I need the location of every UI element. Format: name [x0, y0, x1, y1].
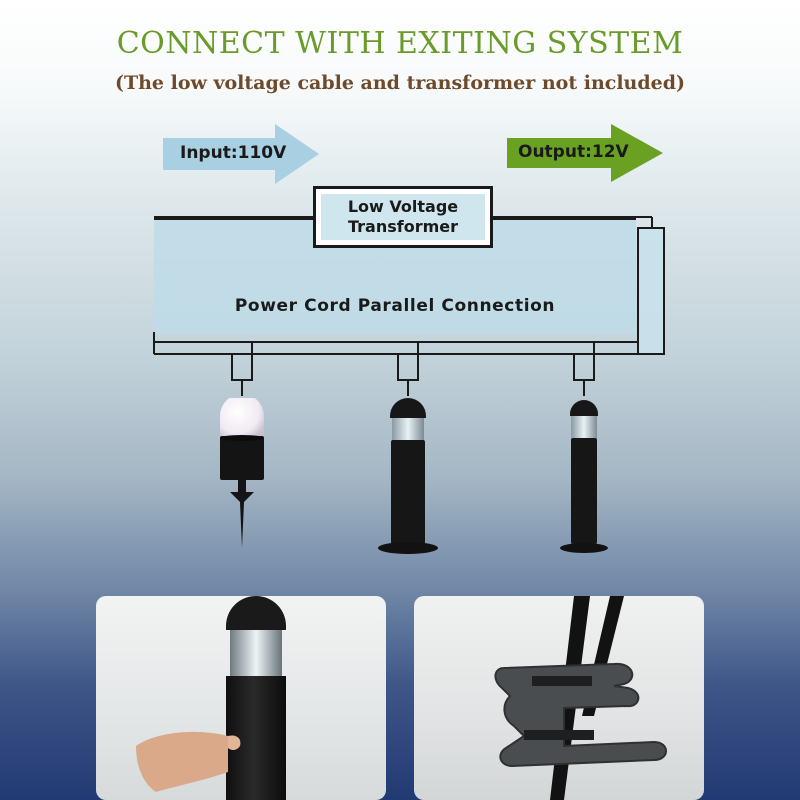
transformer-box: Low Voltage Transformer — [313, 186, 493, 248]
transformer-label-line1: Low Voltage — [347, 197, 459, 216]
connector-closeup-photo — [414, 596, 704, 800]
spike-light-icon — [220, 398, 264, 548]
hand-holding-bollard-icon — [136, 596, 286, 800]
page-subtitle: (The low voltage cable and transformer n… — [114, 72, 686, 94]
input-voltage-label: Input:110V — [180, 143, 287, 163]
bollard-light-2-icon — [560, 400, 608, 553]
output-voltage-label: Output:12V — [518, 142, 629, 162]
input-arrow-icon — [163, 124, 319, 184]
page-title: CONNECT WITH EXITING SYSTEM — [116, 26, 684, 61]
wire-connector-clip-icon — [494, 596, 667, 800]
output-arrow-icon — [507, 124, 663, 182]
bollard-light-1-icon — [378, 398, 438, 554]
parallel-connection-label: Power Cord Parallel Connection — [234, 296, 556, 316]
bollard-closeup-photo — [96, 596, 386, 800]
transformer-label-line2: Transformer — [347, 217, 458, 236]
